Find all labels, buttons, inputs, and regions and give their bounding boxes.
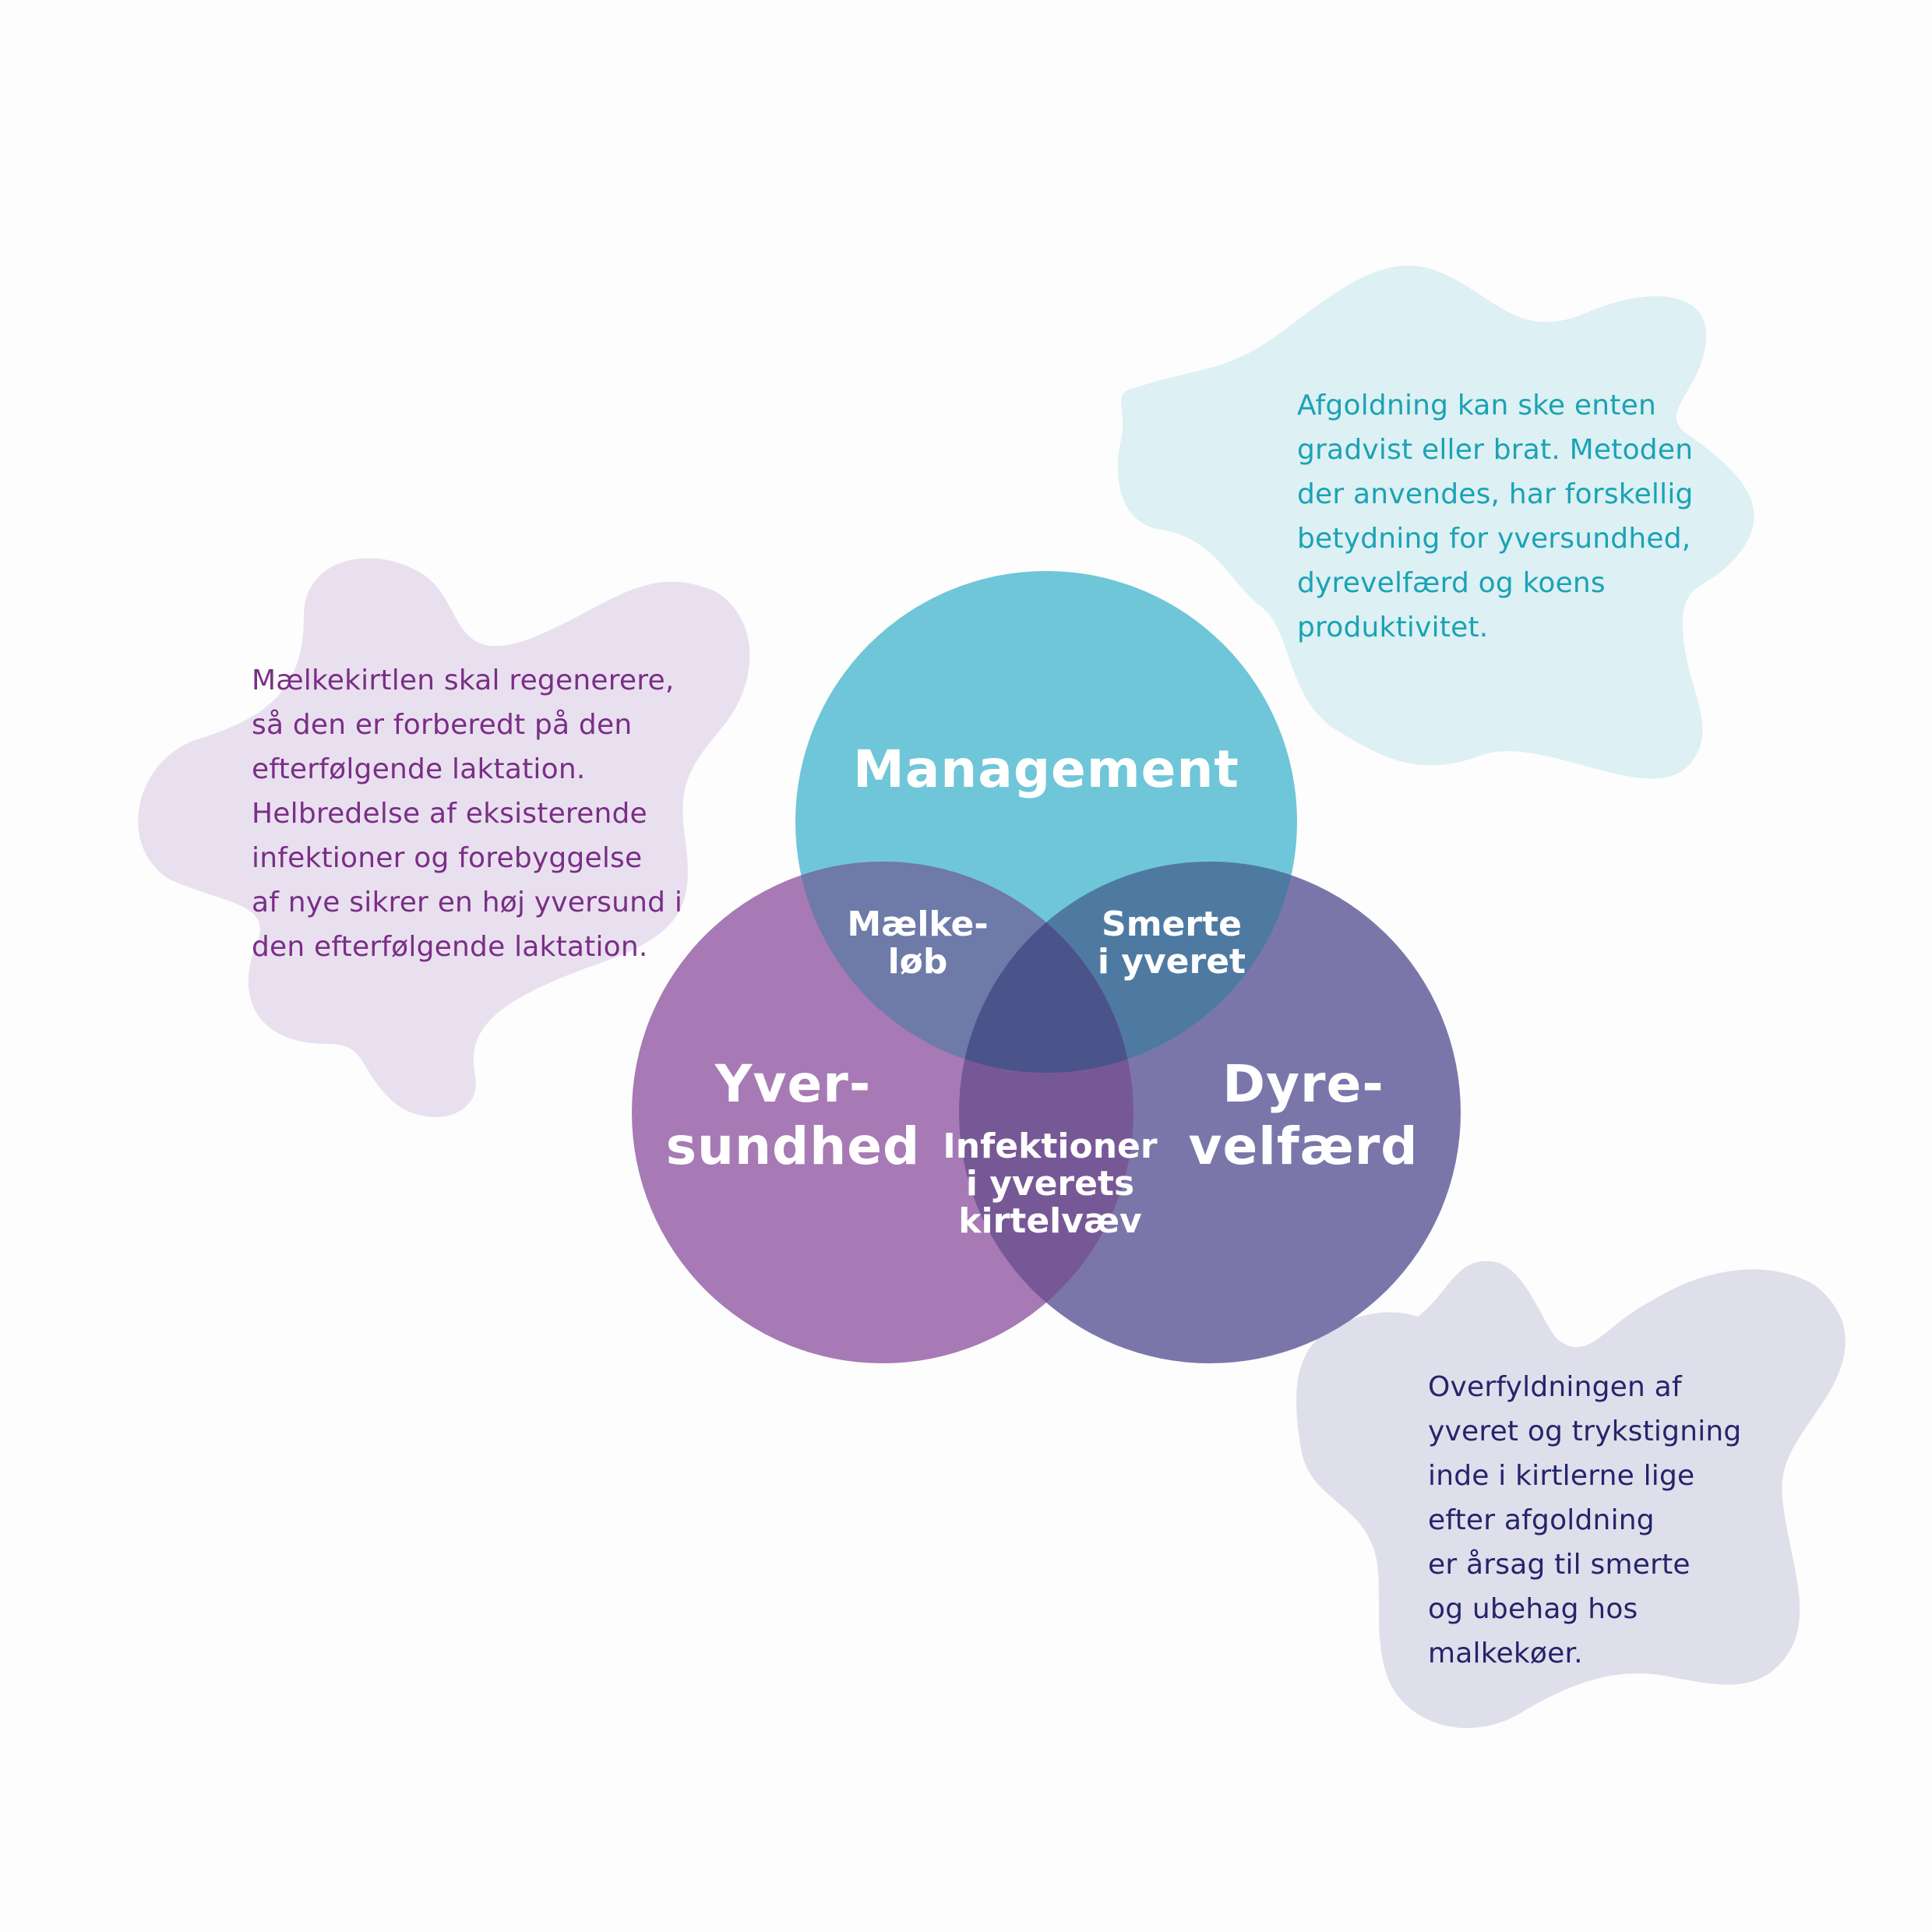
label-dyrevelfaerd: Dyre- velfærd <box>1188 1054 1419 1176</box>
blob-left <box>138 558 750 1117</box>
overlap-center <box>959 862 1133 1073</box>
label-maelkeloeb: Mælke- løb <box>847 904 989 982</box>
label-smerte-i-yveret: Smerte i yveret <box>1097 904 1246 982</box>
blob-bottom <box>1296 1260 1846 1729</box>
note-top: Afgoldning kan ske enten gradvist eller … <box>1297 390 1694 643</box>
blob-top <box>1118 266 1754 779</box>
label-infektioner: Infektioner i yverets kirtelvæv <box>943 1126 1158 1241</box>
note-left: Mælkekirtlen skal regenerere, så den er … <box>252 665 683 963</box>
label-yversundhed: Yver- sundhed <box>665 1054 921 1176</box>
note-bottom: Overfyldningen af yveret og trykstigning… <box>1428 1371 1742 1669</box>
label-management: Management <box>853 739 1239 799</box>
